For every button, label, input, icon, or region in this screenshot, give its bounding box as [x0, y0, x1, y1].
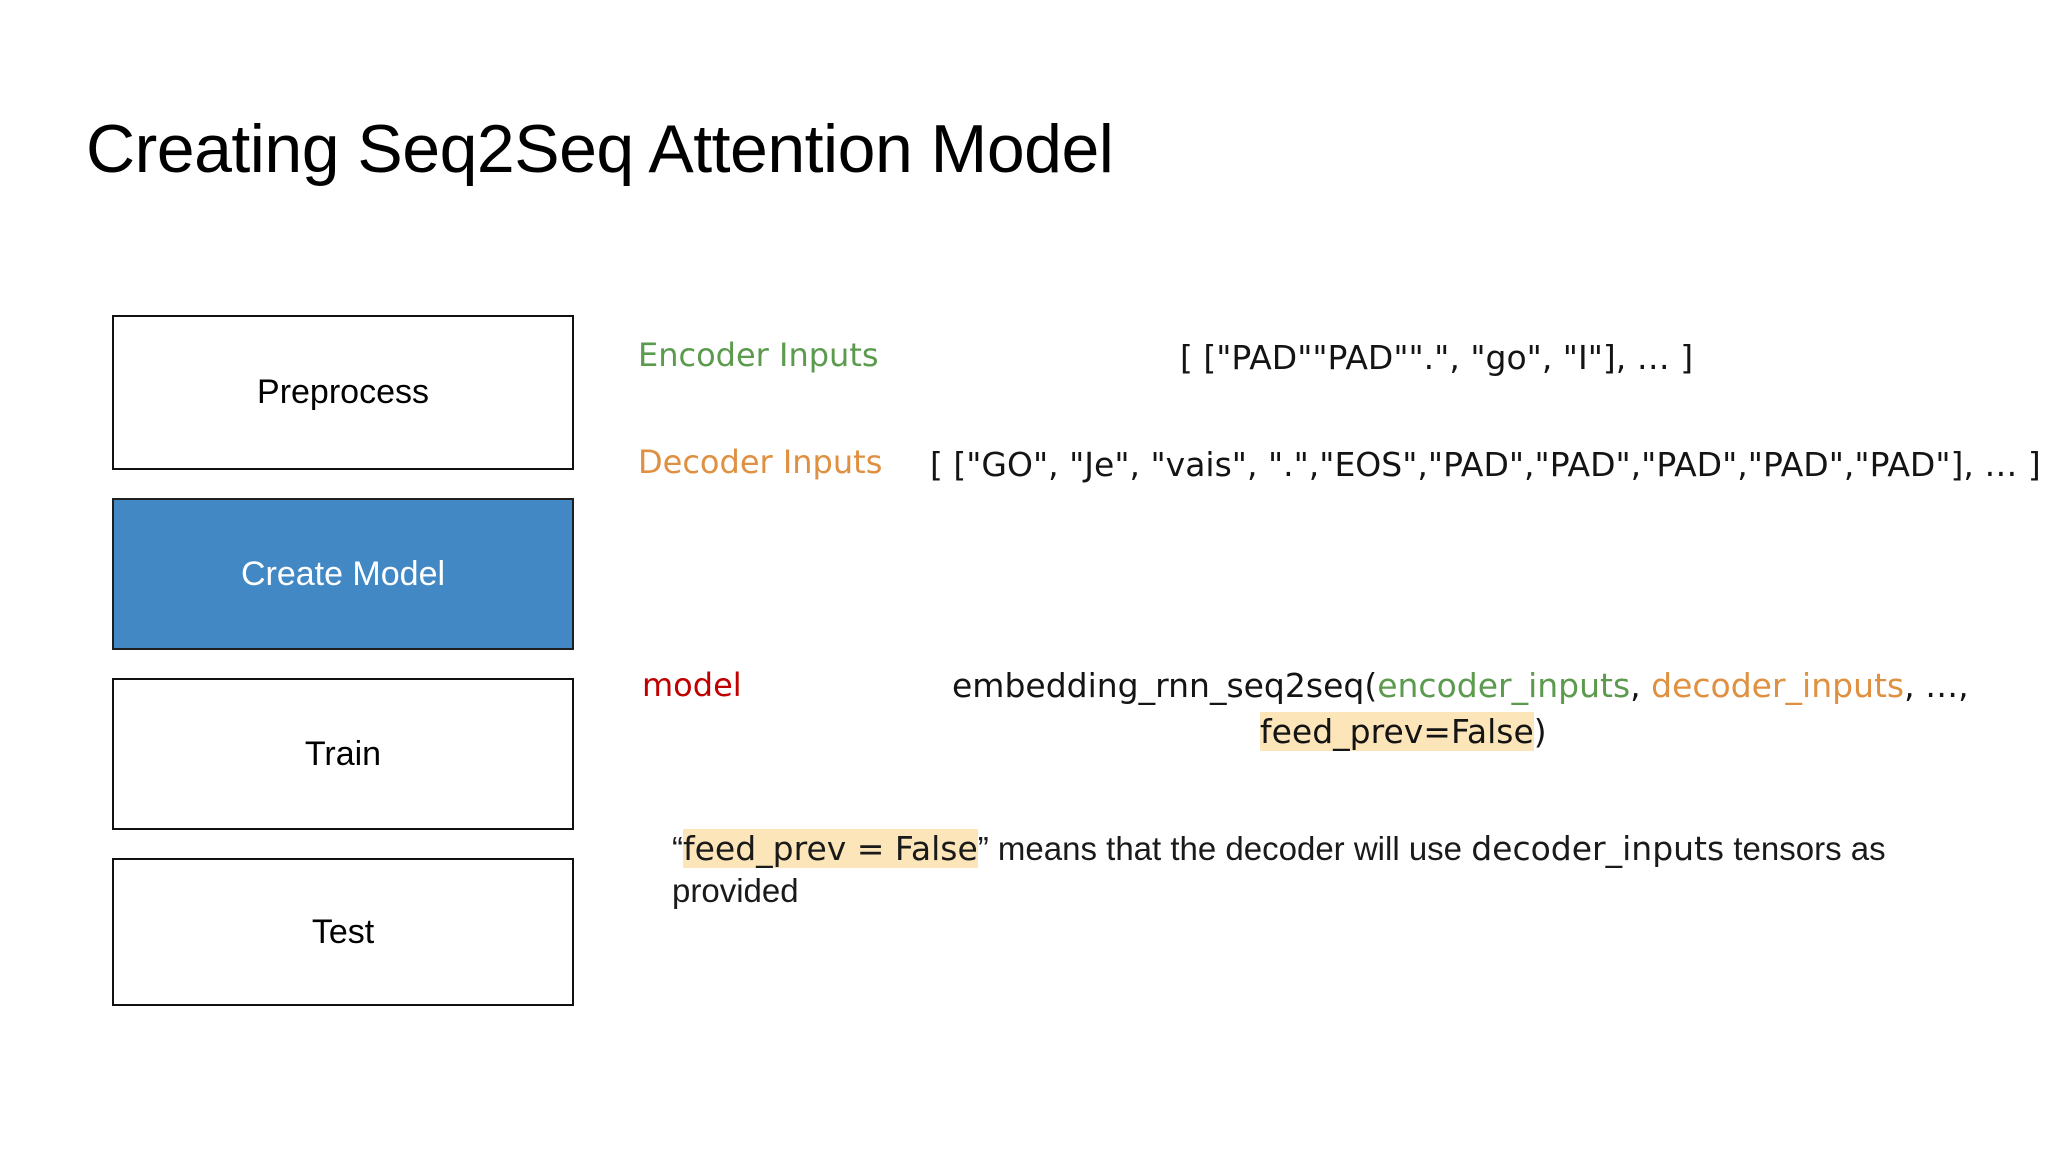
model-call-prefix: embedding_rnn_seq2seq( — [952, 666, 1378, 705]
model-label: model — [642, 666, 742, 704]
model-call-line-2: feed_prev=False) — [1260, 712, 1547, 751]
flow-step-label: Preprocess — [257, 373, 429, 411]
note-close-quote: ” — [977, 830, 989, 867]
decoder-inputs-value: [ ["GO", "Je", "vais", ".","EOS","PAD","… — [930, 445, 2041, 484]
arg-encoder-inputs: encoder_inputs — [1377, 666, 1631, 705]
flow-step-test[interactable]: Test — [112, 858, 574, 1006]
arg-feed-prev: feed_prev=False — [1260, 712, 1534, 751]
note-highlighted-term: feed_prev = False — [683, 829, 978, 868]
model-call-line-1: embedding_rnn_seq2seq(encoder_inputs, de… — [952, 666, 1969, 705]
flow-step-preprocess[interactable]: Preprocess — [112, 315, 574, 470]
note-text-middle: means that the decoder will use — [988, 830, 1472, 867]
model-call-suffix: ) — [1533, 712, 1547, 751]
explanatory-note: “feed_prev = False” means that the decod… — [672, 828, 1942, 912]
encoder-inputs-value: [ ["PAD""PAD"".", "go", "I"], … ] — [1180, 338, 1694, 377]
flow-step-create-model[interactable]: Create Model — [112, 498, 574, 650]
note-code-term: decoder_inputs — [1471, 829, 1725, 868]
arg-separator-2: , …, — [1904, 666, 1969, 705]
note-text-end: tensors as provided — [672, 830, 1886, 910]
note-open-quote: “ — [672, 830, 683, 867]
arg-decoder-inputs: decoder_inputs — [1651, 666, 1905, 705]
arg-separator-1: , — [1630, 666, 1652, 705]
flow-step-train[interactable]: Train — [112, 678, 574, 830]
flow-step-label: Create Model — [240, 554, 446, 593]
encoder-inputs-label: Encoder Inputs — [638, 336, 879, 374]
flow-step-label: Train — [304, 734, 382, 773]
page-title: Creating Seq2Seq Attention Model — [86, 111, 1114, 187]
flow-step-label: Test — [311, 912, 375, 951]
pipeline-flow-stack: Preprocess Create Model Train Test — [112, 315, 574, 1034]
decoder-inputs-label: Decoder Inputs — [638, 443, 883, 481]
